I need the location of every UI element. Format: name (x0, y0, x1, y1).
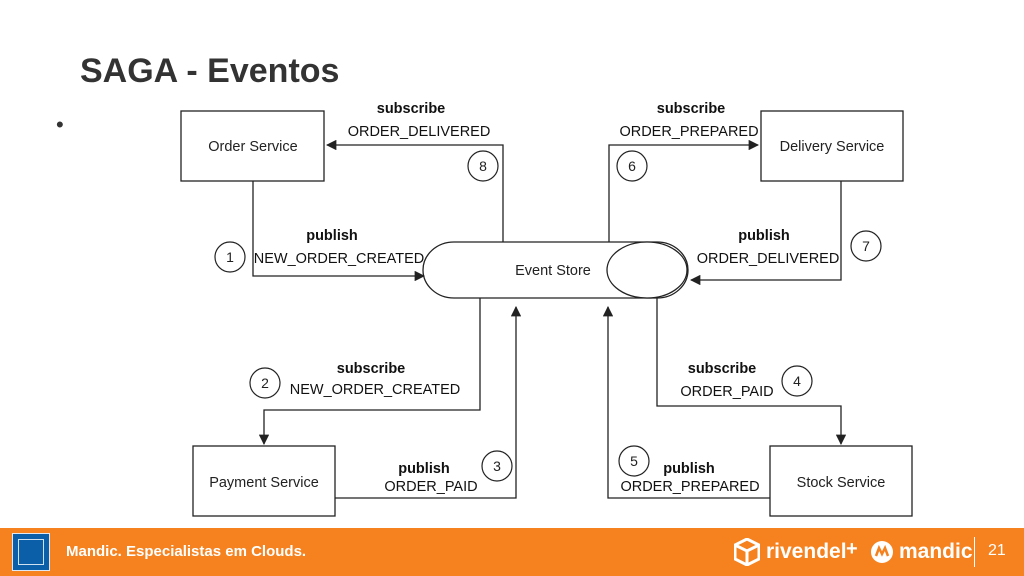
flow-1-verb: publish (306, 228, 358, 244)
flow-7-arrow (689, 181, 842, 286)
flow-1-event: NEW_ORDER_CREATED (254, 251, 425, 267)
event-store-node: Event Store (422, 241, 689, 299)
rivendel-wordmark: rivendel (766, 540, 847, 563)
step-5-marker: 5 (618, 445, 650, 477)
step-6-marker: 6 (616, 150, 648, 182)
step-4-marker: 4 (781, 365, 813, 397)
flow-6-verb: subscribe (657, 101, 726, 117)
order-service-label: Order Service (208, 139, 297, 155)
rivendel-cube-icon (734, 538, 760, 566)
svg-text:8: 8 (479, 158, 487, 174)
footer-divider (974, 537, 975, 567)
flow-7-event: ORDER_DELIVERED (697, 251, 840, 267)
flow-4-event: ORDER_PAID (680, 384, 773, 400)
flow-5-event: ORDER_PREPARED (620, 479, 759, 495)
mandic-symbol-icon (871, 541, 893, 563)
event-store-label: Event Store (515, 263, 591, 279)
mandic-wordmark: mandic (899, 540, 973, 563)
delivery-service-label: Delivery Service (780, 139, 885, 155)
order-service-node: Order Service (180, 110, 325, 182)
flow-5-verb: publish (663, 461, 715, 477)
svg-text:1: 1 (226, 249, 234, 265)
svg-text:7: 7 (862, 238, 870, 254)
flow-3-verb: publish (398, 461, 450, 477)
slide-title: SAGA - Eventos (80, 52, 340, 90)
flow-4-verb: subscribe (688, 361, 757, 377)
flow-8-arrow (325, 139, 504, 242)
flow-2-verb: subscribe (337, 361, 406, 377)
payment-service-node: Payment Service (192, 445, 336, 517)
svg-text:3: 3 (493, 458, 501, 474)
mandic-logo: mandic (870, 536, 973, 568)
flow-5-arrow (602, 305, 770, 499)
saga-event-diagram: Order Service Delivery Service Payment S… (180, 101, 913, 517)
svg-text:5: 5 (630, 453, 638, 469)
step-3-marker: 3 (481, 450, 513, 482)
flow-4-arrow (656, 298, 847, 446)
step-7-marker: 7 (850, 230, 882, 262)
svg-text:4: 4 (793, 373, 801, 389)
flow-1-arrow (252, 181, 426, 282)
flow-8-verb: subscribe (377, 101, 446, 117)
svg-text:6: 6 (628, 158, 636, 174)
intel-xeon-badge-icon (12, 533, 50, 571)
flow-2-event: NEW_ORDER_CREATED (290, 382, 461, 398)
delivery-service-node: Delivery Service (760, 110, 904, 182)
stock-service-label: Stock Service (797, 475, 886, 491)
stock-service-node: Stock Service (769, 445, 913, 517)
flow-6-event: ORDER_PREPARED (619, 124, 758, 140)
svg-text:2: 2 (261, 375, 269, 391)
flow-6-arrow (608, 139, 760, 242)
payment-service-label: Payment Service (209, 475, 319, 491)
step-1-marker: 1 (214, 241, 246, 273)
flow-3-event: ORDER_PAID (384, 479, 477, 495)
page-number: 21 (988, 542, 1006, 559)
step-2-marker: 2 (249, 367, 281, 399)
footer-tagline: Mandic. Especialistas em Clouds. (66, 543, 307, 560)
step-8-marker: 8 (467, 150, 499, 182)
flow-7-verb: publish (738, 228, 790, 244)
bullet-point: • (56, 112, 64, 137)
rivendel-logo: rivendel (734, 536, 847, 568)
plus-sign: + (846, 538, 858, 560)
flow-3-arrow (335, 305, 522, 499)
footer-bar: Mandic. Especialistas em Clouds. rivende… (0, 528, 1024, 576)
flow-8-event: ORDER_DELIVERED (348, 124, 491, 140)
flow-2-arrow (258, 298, 481, 446)
